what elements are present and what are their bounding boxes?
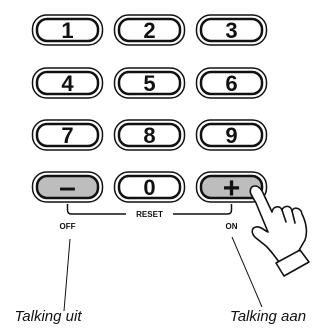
key-minus[interactable]: – (31, 171, 104, 204)
key-7-label: 7 (61, 123, 73, 148)
key-5-label: 5 (143, 71, 155, 96)
key-minus-label: – (59, 171, 76, 204)
key-6-label: 6 (225, 71, 237, 96)
key-3-label: 3 (225, 18, 237, 43)
key-7[interactable]: 7 (31, 119, 104, 151)
callout-right: Talking aan (230, 308, 306, 325)
key-9-label: 9 (225, 123, 237, 148)
pointing-hand-icon (249, 185, 310, 277)
key-3[interactable]: 3 (195, 14, 268, 46)
key-6[interactable]: 6 (195, 67, 268, 99)
key-0[interactable]: 0 (113, 171, 186, 203)
key-plus[interactable]: + (195, 171, 268, 205)
reset-label: RESET (136, 210, 163, 219)
key-1[interactable]: 1 (31, 14, 104, 46)
key-8[interactable]: 8 (113, 119, 186, 151)
reset-bracket (66, 204, 233, 215)
key-9[interactable]: 9 (195, 119, 268, 151)
key-0-label: 0 (143, 175, 155, 200)
leader-line-left (63, 238, 71, 312)
key-2-label: 2 (143, 18, 155, 43)
leader-line-right (231, 236, 263, 308)
key-4[interactable]: 4 (31, 67, 104, 99)
key-5[interactable]: 5 (113, 67, 186, 99)
callout-left: Talking uit (15, 308, 83, 325)
key-1-label: 1 (61, 18, 73, 43)
off-label: OFF (60, 222, 76, 231)
key-2[interactable]: 2 (113, 14, 186, 46)
key-plus-label: + (223, 172, 241, 205)
on-label: ON (226, 222, 238, 231)
key-4-label: 4 (61, 71, 74, 96)
key-8-label: 8 (143, 123, 155, 148)
